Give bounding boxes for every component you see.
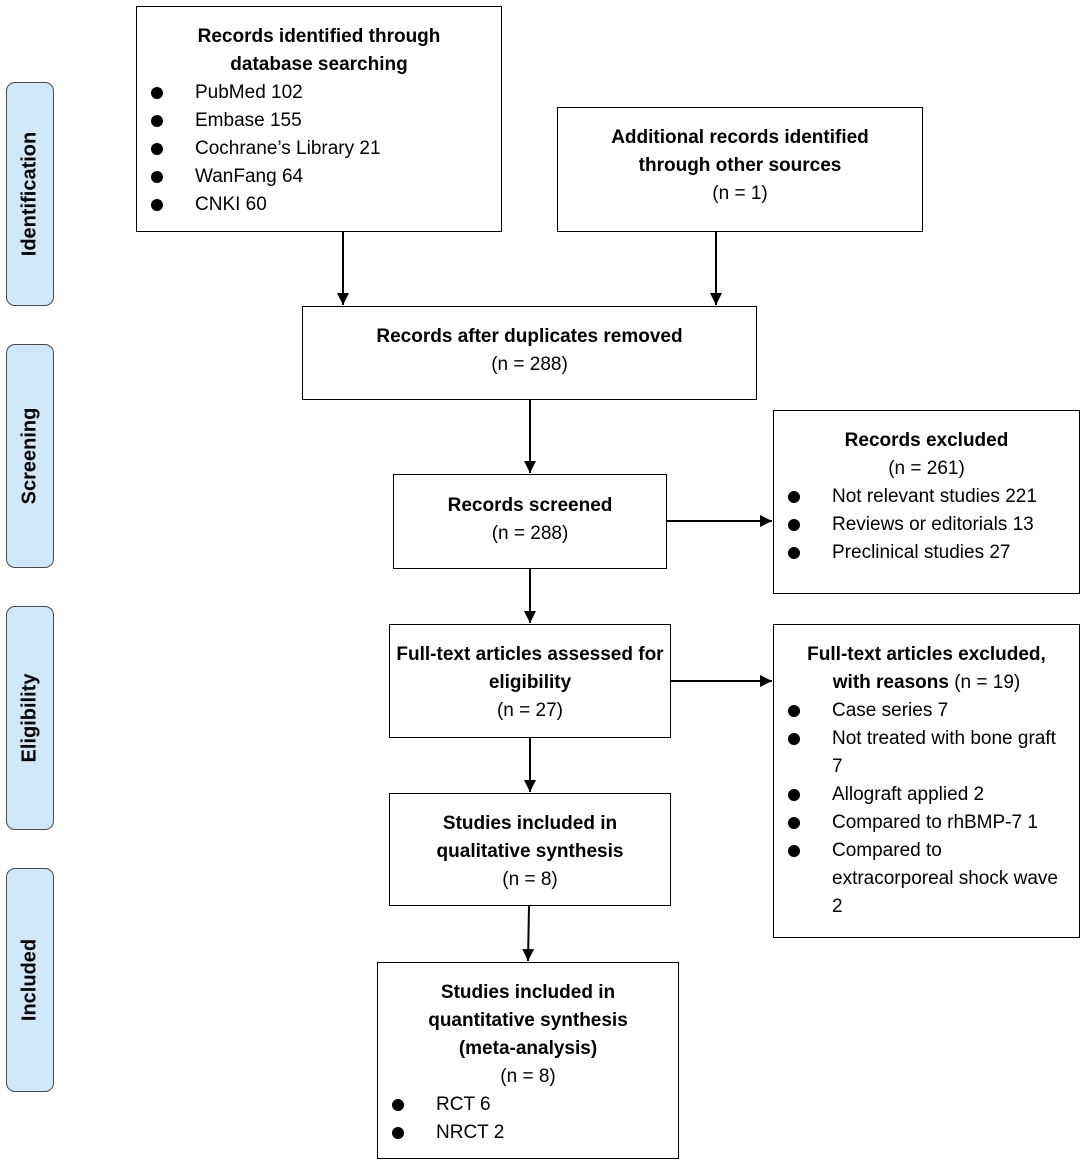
fulltext-assessed-title: Full-text articles assessed for eligibil… <box>396 644 664 693</box>
list-item: RCT 6 <box>378 1091 678 1119</box>
quantitative-synthesis-list: RCT 6 NRCT 2 <box>378 1091 678 1147</box>
fulltext-excluded-box: Full-text articles excluded, with reason… <box>773 624 1080 938</box>
other-sources-title: Additional records identified through ot… <box>611 127 869 176</box>
database-search-box: Records identified through database sear… <box>136 6 502 232</box>
list-item: Reviews or editorials 13 <box>774 511 1079 539</box>
stage-identification: Identification <box>6 82 54 306</box>
records-excluded-list: Not relevant studies 221 Reviews or edit… <box>774 483 1079 567</box>
list-item: Not treated with bone graft 7 <box>774 725 1059 781</box>
list-item: Embase 155 <box>137 107 501 135</box>
list-item: Compared to extracorporeal shock wave 2 <box>774 837 1059 921</box>
duplicates-removed-title: Records after duplicates removed <box>376 326 683 347</box>
list-item: Not relevant studies 221 <box>774 483 1079 511</box>
fulltext-assessed-box: Full-text articles assessed for eligibil… <box>389 624 671 738</box>
list-item: Case series 7 <box>774 697 1059 725</box>
database-search-title: Records identified through database sear… <box>197 26 441 75</box>
quantitative-synthesis-title: Studies included in quantitative synthes… <box>428 982 628 1059</box>
list-item: Compared to rhBMP-7 1 <box>774 809 1059 837</box>
records-excluded-box: Records excluded (n = 261) Not relevant … <box>773 410 1080 594</box>
quantitative-synthesis-count: (n = 8) <box>500 1066 556 1087</box>
records-screened-box: Records screened (n = 288) <box>393 474 667 569</box>
stage-eligibility: Eligibility <box>6 606 54 830</box>
duplicates-removed-count: (n = 288) <box>491 354 568 375</box>
list-item: Cochrane’s Library 21 <box>137 135 501 163</box>
list-item: WanFang 64 <box>137 163 501 191</box>
qualitative-synthesis-count: (n = 8) <box>502 869 558 890</box>
stage-included: Included <box>6 868 54 1092</box>
fulltext-excluded-count: (n = 19) <box>954 672 1021 693</box>
qualitative-synthesis-title: Studies included in qualitative synthesi… <box>436 813 624 862</box>
duplicates-removed-box: Records after duplicates removed (n = 28… <box>302 306 757 400</box>
list-item: PubMed 102 <box>137 79 501 107</box>
stage-screening: Screening <box>6 344 54 568</box>
records-screened-count: (n = 288) <box>491 523 569 544</box>
records-screened-title: Records screened <box>447 495 613 516</box>
fulltext-excluded-title: Full-text articles excluded, with reason… <box>807 644 1046 693</box>
database-search-list: PubMed 102 Embase 155 Cochrane’s Library… <box>137 79 501 219</box>
list-item: NRCT 2 <box>378 1119 678 1147</box>
fulltext-assessed-count: (n = 27) <box>496 700 563 721</box>
other-sources-box: Additional records identified through ot… <box>557 107 923 232</box>
records-excluded-count: (n = 261) <box>888 458 965 479</box>
quantitative-synthesis-box: Studies included in quantitative synthes… <box>377 962 679 1159</box>
list-item: Allograft applied 2 <box>774 781 1059 809</box>
list-item: Preclinical studies 27 <box>774 539 1079 567</box>
arrow-qualitative-to-quantitative <box>522 905 535 962</box>
fulltext-excluded-list: Case series 7 Not treated with bone graf… <box>774 697 1079 921</box>
other-sources-count: (n = 1) <box>712 183 768 204</box>
records-excluded-title: Records excluded <box>844 430 1009 451</box>
qualitative-synthesis-box: Studies included in qualitative synthesi… <box>389 793 671 906</box>
list-item: CNKI 60 <box>137 191 501 219</box>
fulltext-excluded-heading: Full-text articles excluded, with reason… <box>774 641 1079 697</box>
